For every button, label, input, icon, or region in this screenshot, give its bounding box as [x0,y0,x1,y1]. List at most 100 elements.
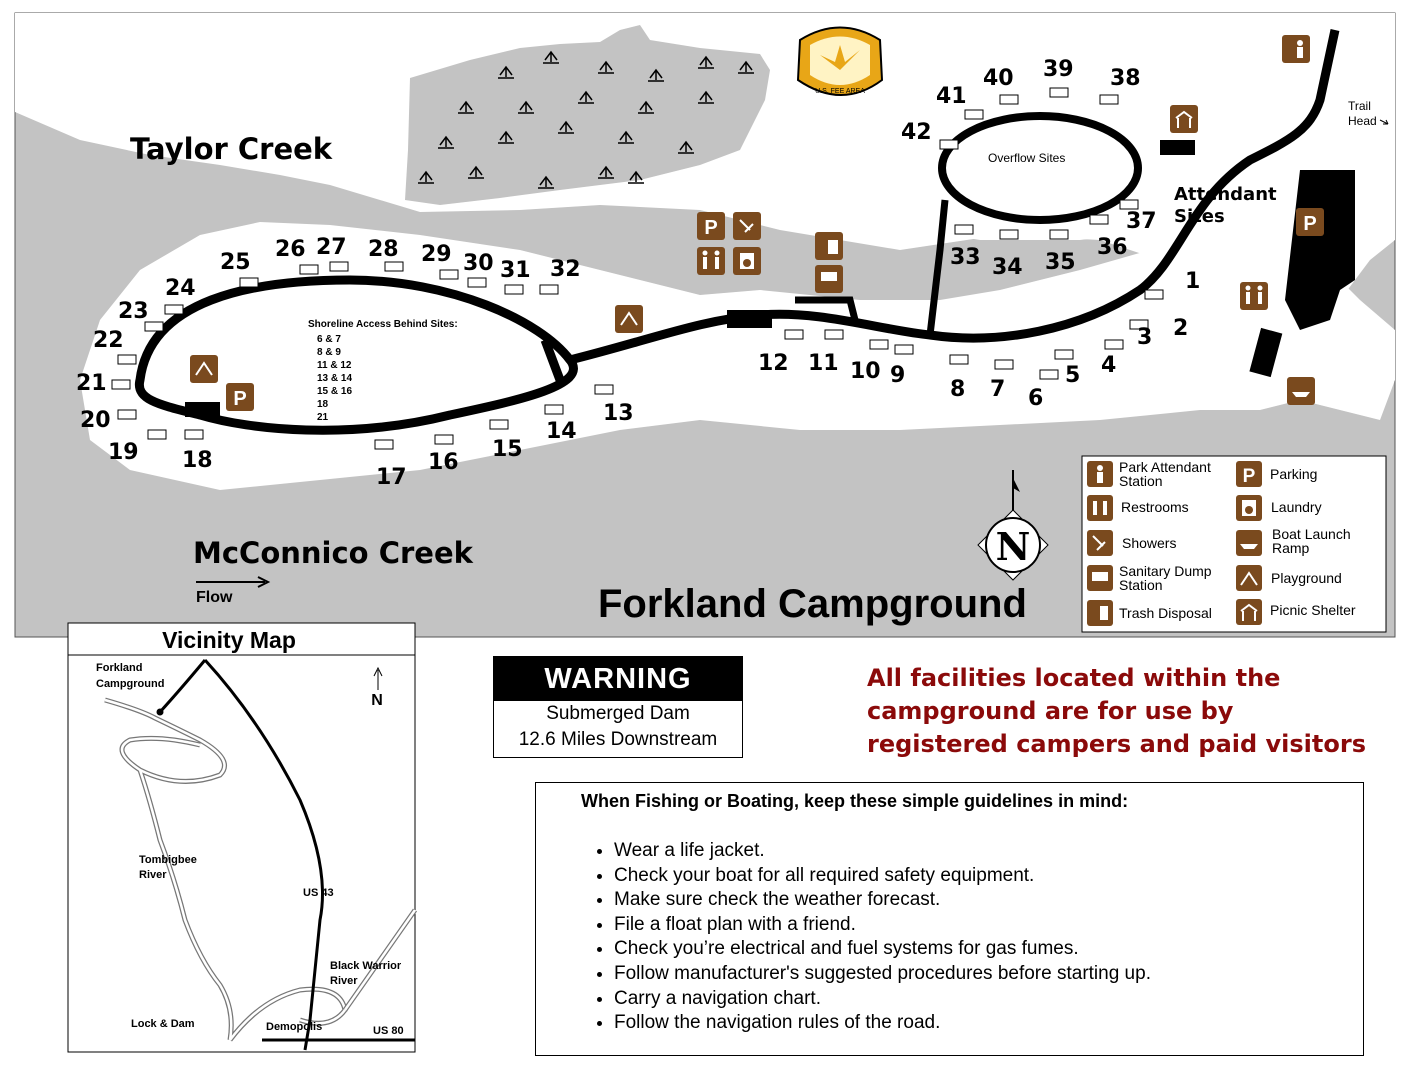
site-31: 31 [500,258,531,283]
north-arrow-icon [1013,478,1020,492]
flow-arrow-icon [196,576,271,588]
site-38: 38 [1110,66,1141,91]
site-22: 22 [93,328,124,353]
guideline-item: Follow the navigation rules of the road. [614,1011,1151,1036]
guideline-item: Carry a navigation chart. [614,987,1151,1012]
shoreline-line: 11 & 12 [317,360,352,371]
site-20: 20 [80,408,111,433]
site-13: 13 [603,401,634,426]
site-33: 33 [950,245,981,270]
site-41: 41 [936,84,967,109]
site-numbers: 1 2 3 4 5 6 7 8 9 10 11 12 13 14 15 16 1… [76,57,1200,490]
site-24: 24 [165,276,196,301]
legend-label: Sanitary Dump [1119,563,1212,579]
guideline-item: Check your boat for all required safety … [614,864,1151,889]
trail-head-label: Trail [1348,99,1371,113]
roads [134,29,1340,435]
vicinity-label: US 80 [373,1025,404,1037]
attendant-label-2: Sites [1174,206,1225,227]
mcconnico-creek-label: McConnico Creek [193,536,474,570]
map-icons: P P P [190,35,1324,411]
warning-line-1: Submerged Dam [546,703,690,724]
vicinity-label: River [139,869,167,881]
map-title: Forkland Campground [598,582,1027,626]
legend: Park Attendant Station Restrooms Showers… [1081,455,1387,633]
boat-ramp [1249,327,1283,378]
site-27: 27 [316,235,347,260]
legend-label: Station [1119,473,1163,489]
playground-icon [615,305,643,333]
site-16: 16 [428,450,459,475]
shoreline-line: 21 [317,412,329,423]
guideline-item: File a float plan with a friend. [614,913,1151,938]
site-17: 17 [376,465,407,490]
parking-icon [226,383,254,411]
guidelines-title: When Fishing or Boating, keep these simp… [581,791,1129,811]
guideline-item: Check you’re electrical and fuel systems… [614,937,1151,962]
fee-area-badge: U.S. FEE AREA [796,26,884,96]
site-15: 15 [492,437,523,462]
legend-label: Picnic Shelter [1270,602,1356,618]
svg-text:P: P [1303,213,1316,235]
vicinity-map: Vicinity Map N Forkland Campground Tombi… [67,622,418,1053]
site-7: 7 [990,377,1005,402]
site-35: 35 [1045,250,1076,275]
guideline-item: Wear a life jacket. [614,839,1151,864]
site-6: 6 [1028,386,1043,411]
picnic-shelter-icon [1236,599,1262,625]
restrooms-icon [1087,495,1113,521]
site-37: 37 [1126,209,1157,234]
site-10: 10 [850,359,881,384]
legend-label: Playground [1271,570,1342,586]
compass: N [977,470,1049,581]
attendant-building [1160,140,1195,155]
park-attendant-icon [1282,35,1310,63]
shoreline-line: 8 & 9 [317,347,341,358]
legend-label: Station [1119,577,1163,593]
overflow-land [900,20,1395,240]
site-8: 8 [950,377,965,402]
legend-label: Showers [1122,535,1176,551]
vicinity-label: Demopolis [266,1021,322,1033]
notice-line: All facilities located within the [867,664,1281,692]
shoreline-line: 6 & 7 [317,334,341,345]
vicinity-label: Campground [96,678,164,690]
site-11: 11 [808,351,839,376]
site-18: 18 [182,448,213,473]
site-12: 12 [758,351,789,376]
shoreline-note: Shoreline Access Behind Sites: 6 & 7 8 &… [308,319,458,423]
pavilion-central [727,310,772,328]
warning-heading: WARNING [494,657,742,701]
site-2: 2 [1173,316,1188,341]
notice-line: campground are for use by [867,697,1234,725]
site-19: 19 [108,440,139,465]
forkland-marker [156,708,164,716]
vicinity-north-arrow-icon [373,666,383,690]
eagle-icon [820,45,860,70]
vicinity-label: US 43 [303,887,334,899]
vicinity-label: Tombigbee [139,854,197,866]
legend-label: Trash Disposal [1119,605,1212,621]
legend-label: Restrooms [1121,499,1189,515]
guidelines-box: When Fishing or Boating, keep these simp… [535,782,1364,1056]
legend-label: Boat Launch [1272,526,1351,542]
site-14: 14 [546,419,577,444]
site-21: 21 [76,371,107,396]
shoreline-line: 18 [317,399,329,410]
site-3: 3 [1137,325,1152,350]
overflow-label: Overflow Sites [988,151,1065,165]
site-23: 23 [118,299,149,324]
site-39: 39 [1043,57,1074,82]
fee-badge-text: U.S. FEE AREA [815,88,865,95]
parking-icon [1236,461,1262,487]
playground-icon [190,355,218,383]
trail-head-label-2: Head [1348,114,1377,128]
guideline-item: Make sure check the weather forecast. [614,888,1151,913]
flow-label: Flow [196,589,233,606]
restrooms-icon [697,247,725,275]
legend-label: Parking [1270,466,1317,482]
vicinity-label: Lock & Dam [131,1018,195,1030]
restrooms-icon [1240,282,1268,310]
legend-label: Ramp [1272,540,1310,556]
parking-icon [1296,208,1324,236]
